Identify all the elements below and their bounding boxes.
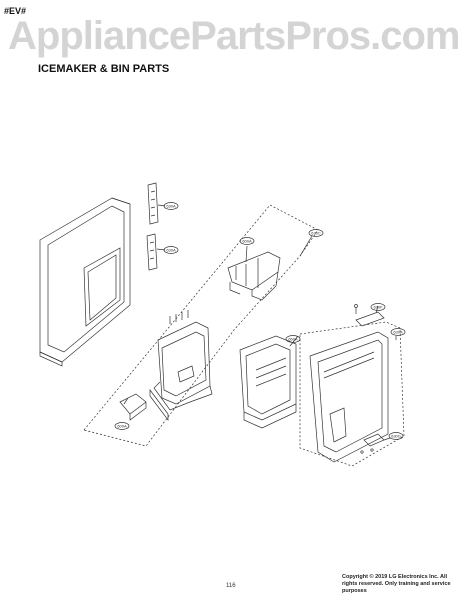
copyright-line-1: Copyright © 2019 LG Electronics Inc. All <box>342 574 448 580</box>
bin-door <box>309 331 389 463</box>
ice-bin <box>239 335 297 429</box>
copyright-line-2: rights reserved. Only training and servi… <box>342 581 451 587</box>
callout-630g: 630G <box>391 434 401 439</box>
callout-600a: 600A <box>242 239 252 244</box>
hinge-bracket-upper <box>147 182 159 225</box>
callout-630a-right: 630A <box>393 330 403 335</box>
copyright-line-3: purposes <box>342 588 367 594</box>
watermark-logo: AppliancePartsPros.com <box>8 14 460 58</box>
page-number: 116 <box>226 583 236 589</box>
bracket-lower-left <box>119 393 147 421</box>
corner-tag: #EV# <box>4 6 27 16</box>
callout-630a-mid: 630A <box>166 248 176 253</box>
callout-660a: 660A <box>288 337 298 342</box>
icemaker-housing <box>149 310 213 422</box>
clip-upper-right <box>354 304 385 327</box>
callout-600a-low: 600A <box>117 424 127 429</box>
hinge-bracket-lower <box>146 233 158 271</box>
door-liner <box>39 197 131 367</box>
callout-630c: 630C <box>311 231 321 236</box>
callout-630a-top: 630A <box>166 204 176 209</box>
copyright-notice: Copyright © 2019 LG Electronics Inc. All… <box>342 574 460 595</box>
icemaker-upper <box>227 251 281 301</box>
callout-630f: 630F <box>373 305 383 310</box>
section-title: ICEMAKER & BIN PARTS <box>38 63 170 75</box>
